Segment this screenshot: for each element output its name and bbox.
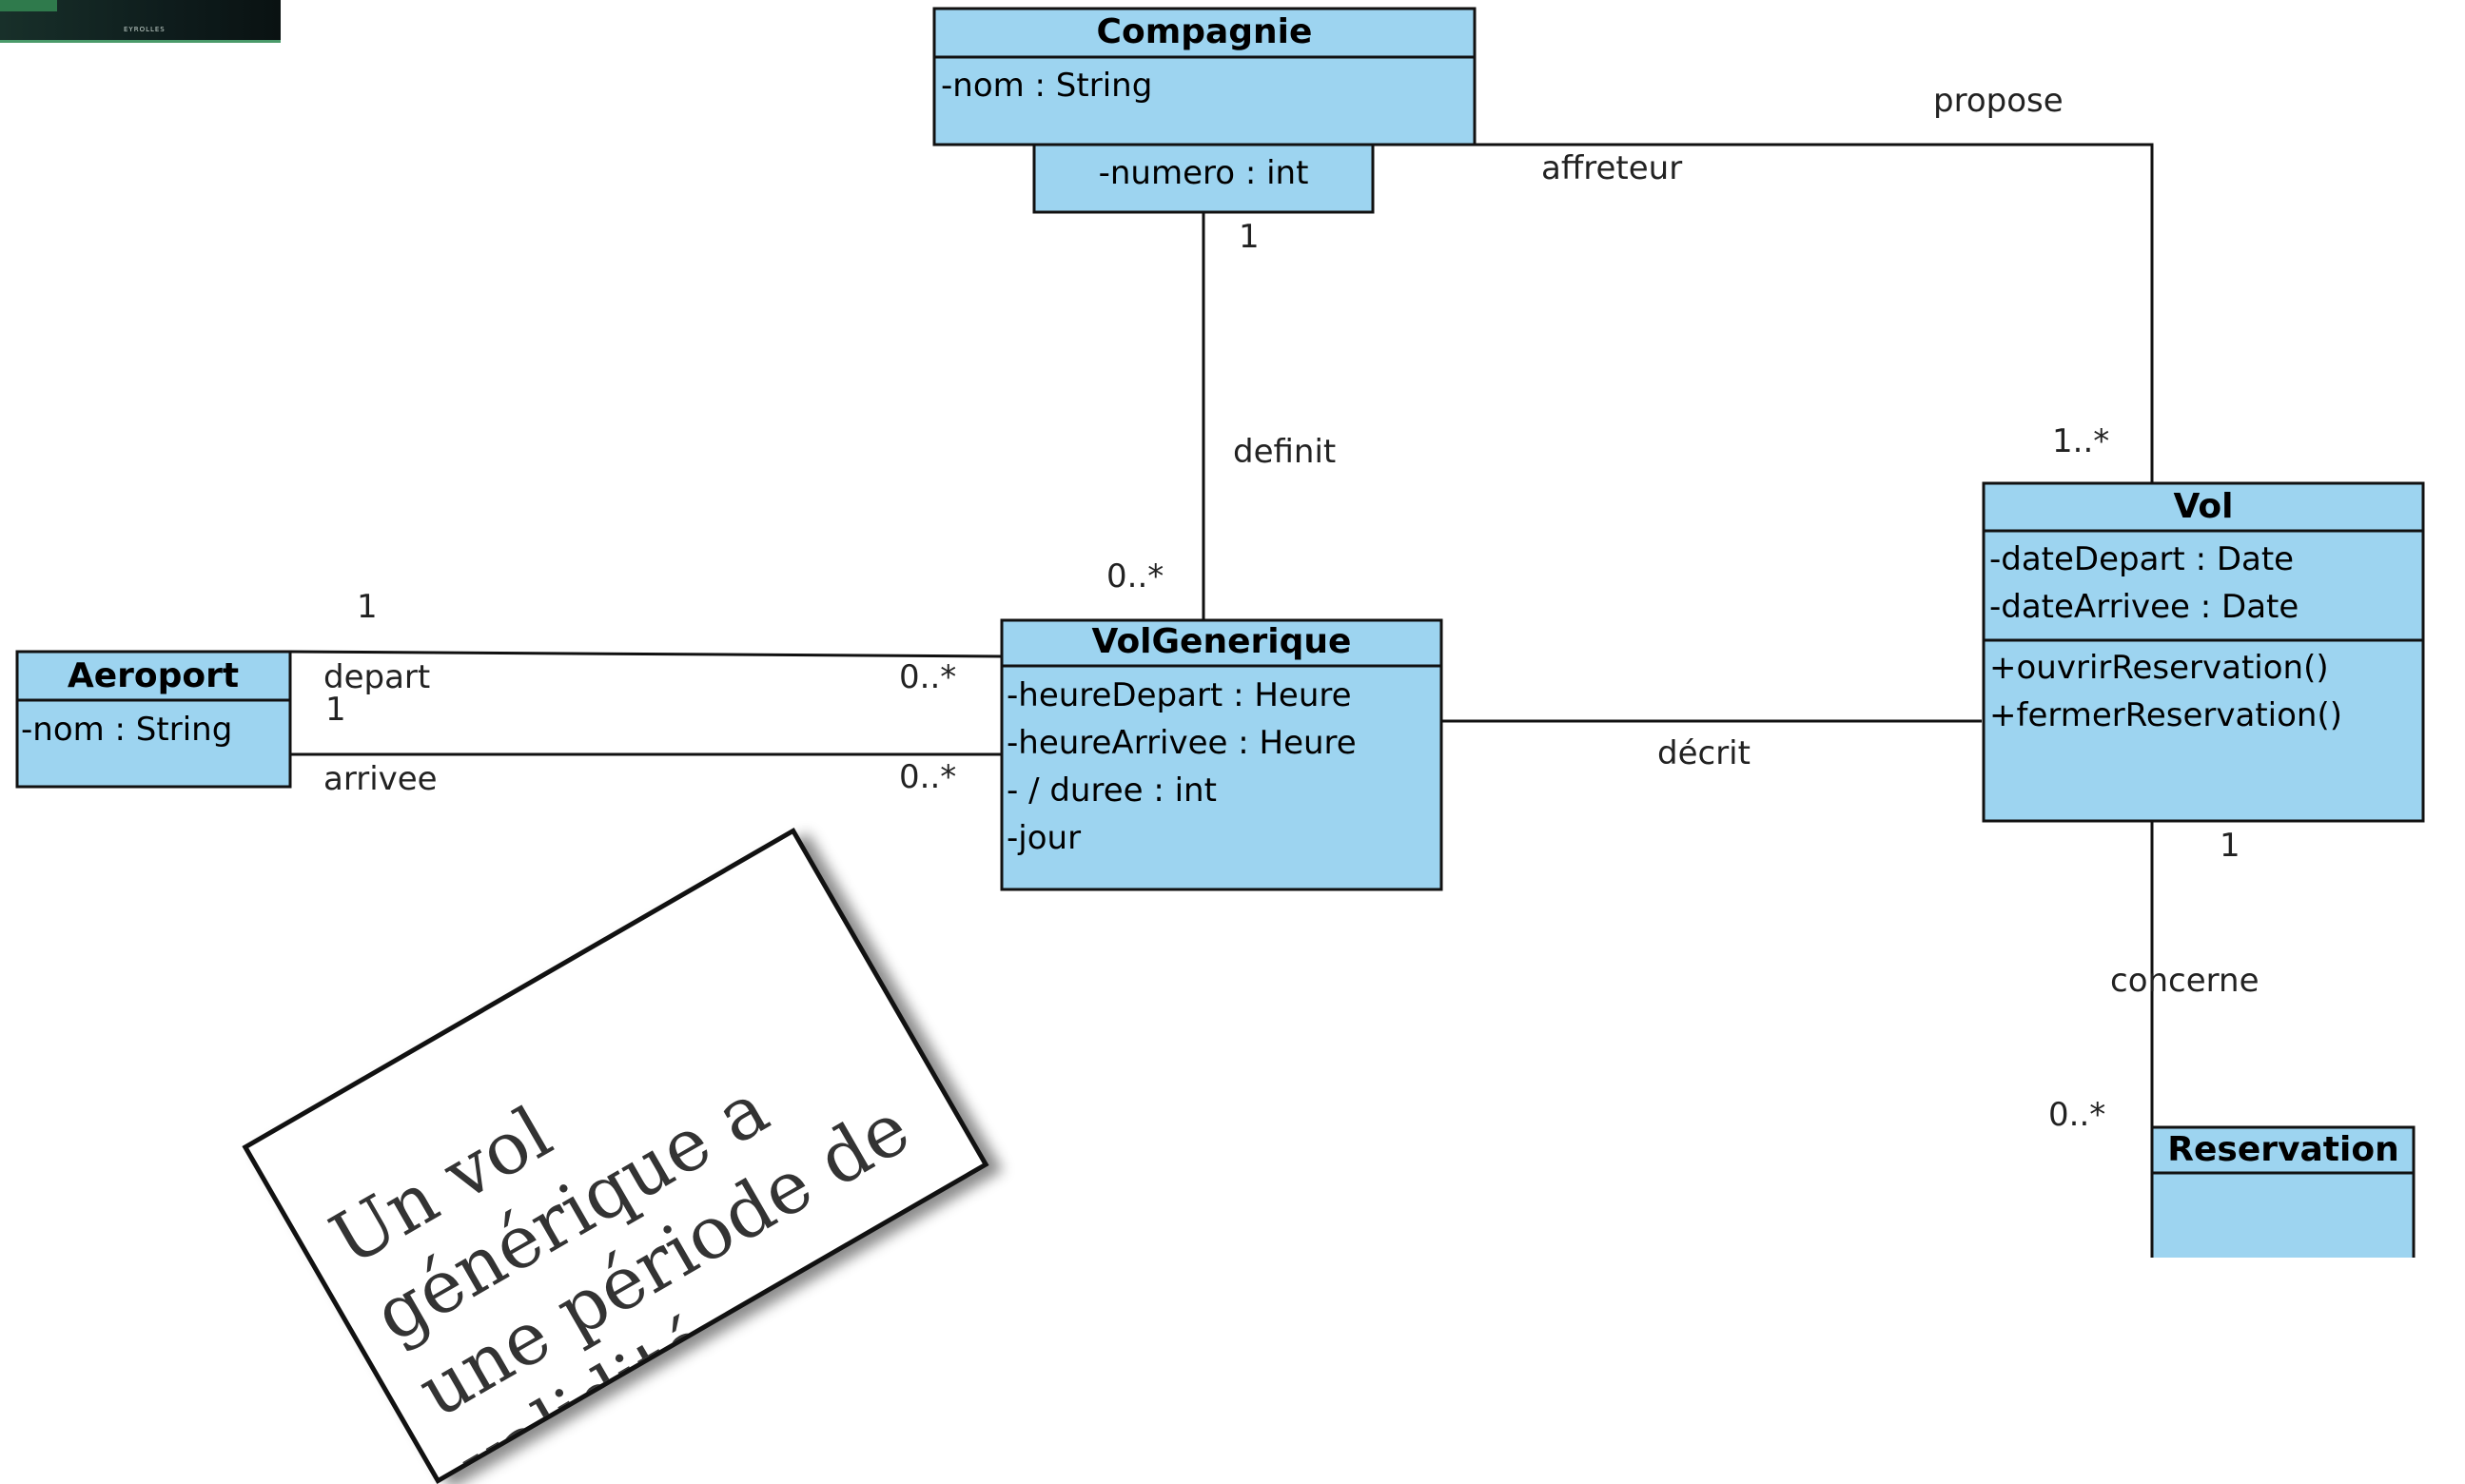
compagnie-class[interactable]: Compagnie -nom : String — [932, 7, 1477, 146]
definit-multiplicity-compagnie: 1 — [1239, 218, 1260, 256]
depart-multiplicity-aeroport: 1 — [357, 588, 378, 626]
cover-caption: EYROLLES — [124, 26, 166, 33]
propose-association-name: propose — [1933, 82, 2064, 120]
qualifier-text: -numero : int — [1099, 154, 1309, 192]
aeroport-attribute: -nom : String — [21, 711, 232, 749]
depart-role-label: depart — [323, 658, 430, 696]
concerne-multiplicity-vol: 1 — [2220, 827, 2240, 865]
vol-operation: +fermerReservation() — [1989, 696, 2342, 734]
vol-class-name: Vol — [2174, 487, 2234, 526]
depart-association-line — [289, 650, 1003, 658]
cover-stripe — [0, 0, 57, 11]
definit-association-name: definit — [1233, 433, 1336, 471]
compagnie-attribute: -nom : String — [941, 67, 1152, 105]
vol-class[interactable]: Vol -dateDepart : Date -dateArrivee : Da… — [1982, 481, 2425, 823]
arrivee-role-label: arrivee — [323, 760, 438, 798]
volgenerique-attribute: -jour — [1007, 819, 1081, 857]
depart-multiplicity-volgenerique: 0..* — [899, 658, 956, 696]
volgenerique-attribute: -heureArrivee : Heure — [1007, 724, 1357, 762]
vol-attribute: -dateArrivee : Date — [1989, 588, 2299, 626]
propose-multiplicity-vol: 1..* — [2052, 422, 2109, 460]
propose-association-line — [1473, 143, 2154, 483]
compagnie-class-box — [932, 7, 1477, 146]
volgenerique-class-name: VolGenerique — [1092, 622, 1352, 661]
volgenerique-class[interactable]: VolGenerique -heureDepart : Heure -heure… — [1000, 618, 1443, 891]
volgenerique-attribute: -heureDepart : Heure — [1007, 676, 1352, 714]
concerne-association-name: concerne — [2110, 962, 2260, 1000]
decrit-association-name: décrit — [1657, 734, 1751, 772]
vol-class-box — [1982, 481, 2425, 823]
reservation-class-box — [2150, 1125, 2416, 1258]
definit-multiplicity-volgenerique: 0..* — [1106, 557, 1164, 596]
qualifier-box — [1032, 143, 1375, 214]
reservation-class-name: Reservation — [2167, 1130, 2398, 1169]
diagram-canvas: Compagnie -nom : String -numero : int Vo… — [15, 7, 2425, 1258]
vol-operation: +ouvrirReservation() — [1989, 649, 2329, 687]
aeroport-class[interactable]: Aeroport -nom : String — [15, 650, 292, 789]
association-lines — [289, 143, 2154, 1127]
affreteur-role-label: affreteur — [1541, 149, 1682, 187]
arrivee-multiplicity-volgenerique: 0..* — [899, 758, 956, 796]
aeroport-class-name: Aeroport — [68, 656, 239, 695]
reservation-class[interactable]: Reservation — [2150, 1125, 2416, 1258]
compagnie-qualifier[interactable]: -numero : int — [1032, 143, 1375, 214]
vol-attribute: -dateDepart : Date — [1989, 540, 2294, 578]
book-cover-thumbnail: EYROLLES — [0, 0, 281, 43]
concerne-multiplicity-reservation: 0..* — [2048, 1096, 2105, 1134]
volgenerique-attribute: - / duree : int — [1007, 771, 1217, 810]
compagnie-class-name: Compagnie — [1097, 12, 1313, 51]
arrivee-multiplicity-aeroport: 1 — [325, 691, 346, 729]
aeroport-class-box — [15, 650, 292, 789]
